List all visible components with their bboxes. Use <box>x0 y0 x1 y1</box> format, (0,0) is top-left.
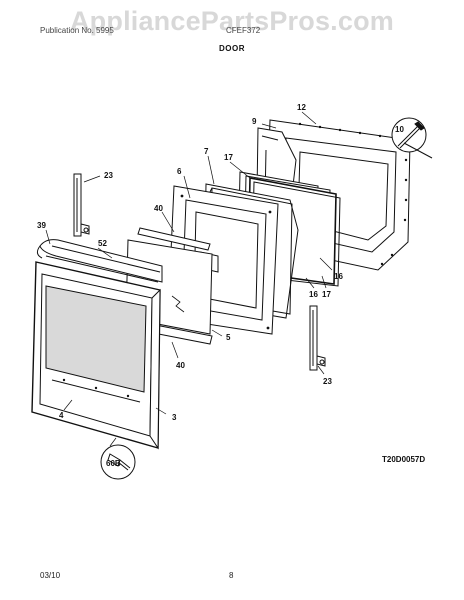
callout-23-right: 23 <box>323 377 332 386</box>
callout-4: 4 <box>59 411 64 420</box>
callout-16-bottom: 16 <box>309 290 318 299</box>
upper-channel-strip <box>137 227 211 251</box>
callout-52: 52 <box>98 239 107 248</box>
right-door-hinge <box>309 305 326 371</box>
callout-3: 3 <box>172 413 177 422</box>
publication-number: Publication No. 5995 <box>40 26 114 35</box>
section-title: DOOR <box>219 44 245 53</box>
model-number: CFEF372 <box>226 26 261 35</box>
callout-60b: 60B <box>106 459 121 468</box>
callout-40-upper: 40 <box>154 204 163 213</box>
callout-16-right: 16 <box>334 272 343 281</box>
callout-40-lower: 40 <box>176 361 185 370</box>
callout-6: 6 <box>177 167 182 176</box>
diagram-code: T20D0057D <box>382 455 426 464</box>
outer-door-panel <box>31 261 161 450</box>
callout-39: 39 <box>37 221 46 230</box>
left-door-hinge <box>73 173 90 237</box>
callout-10: 10 <box>395 125 404 134</box>
callout-labels: 12 9 10 7 17 6 23 40 39 52 16 17 16 5 40… <box>37 103 404 468</box>
callout-17-bottom: 17 <box>322 290 331 299</box>
callout-7: 7 <box>204 147 209 156</box>
callout-17-top: 17 <box>224 153 233 162</box>
door-handle <box>36 239 163 283</box>
footer-date: 03/10 <box>40 571 61 580</box>
callout-5: 5 <box>226 333 231 342</box>
screw-detail <box>391 117 433 159</box>
callout-23-left: 23 <box>104 171 113 180</box>
callout-9: 9 <box>252 117 257 126</box>
leader-lines <box>45 111 333 447</box>
watermark: AppliancePartsPros.com <box>69 6 394 36</box>
callout-12: 12 <box>297 103 306 112</box>
screw-60b-detail <box>100 444 136 480</box>
footer-page-number: 8 <box>229 571 234 580</box>
